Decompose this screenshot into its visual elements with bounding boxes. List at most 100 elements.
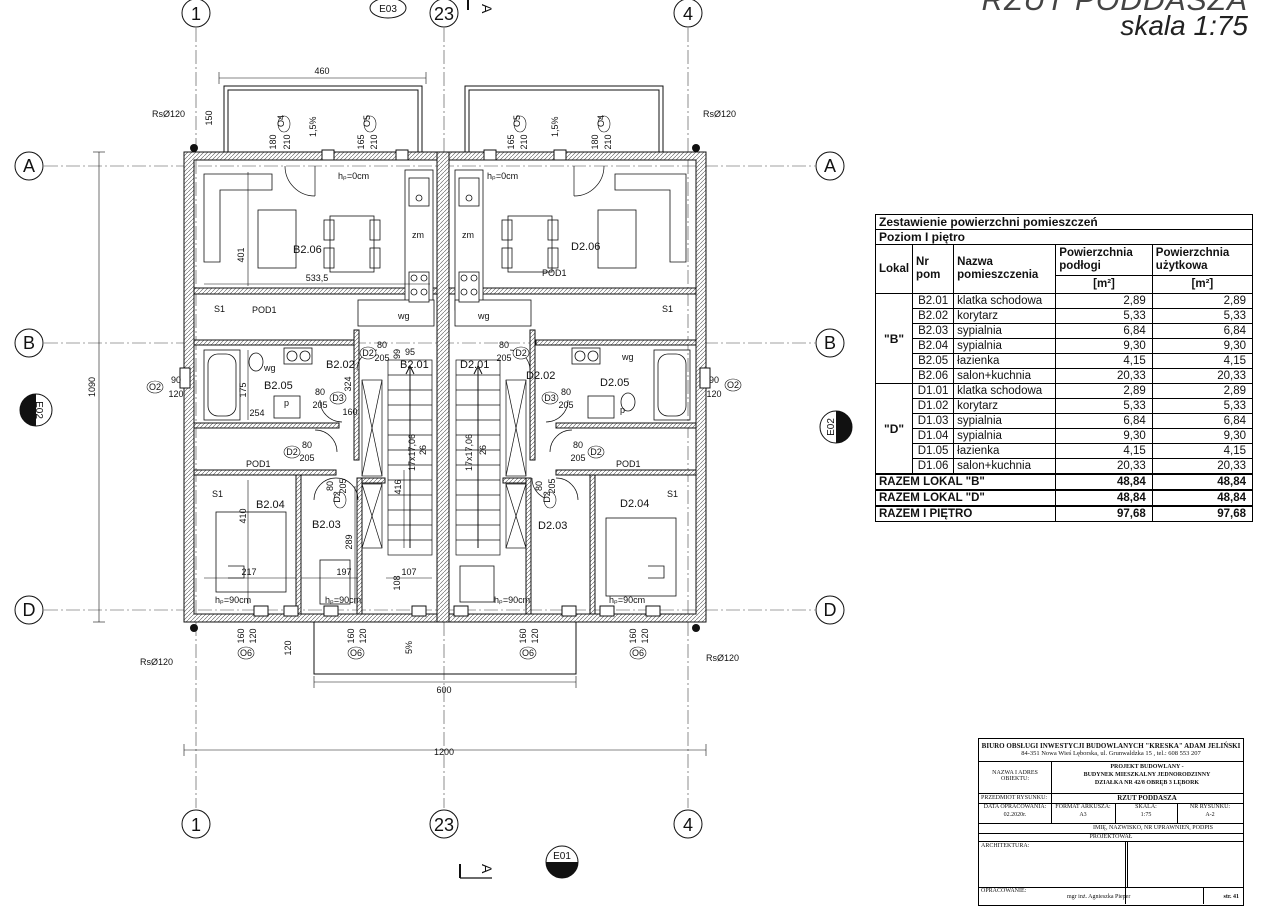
dim-180-2: 180 xyxy=(590,134,600,149)
tag-d2-5: D2 xyxy=(587,445,605,459)
dim-99: 99 xyxy=(392,349,402,359)
dim-80-6: 80 xyxy=(561,387,571,397)
axis-label-23-bottom: 23 xyxy=(434,815,454,835)
section-mark-bottom: A xyxy=(459,864,495,879)
label-pod1-2: POD1 xyxy=(542,268,567,278)
tag-o4-left: O4 xyxy=(276,115,291,133)
floor-area: 9,30 xyxy=(1055,338,1153,354)
room-label-d206: D2.06 xyxy=(571,241,600,253)
axis-label-23-top: 23 xyxy=(434,4,454,24)
room-number: B2.04 xyxy=(912,338,955,354)
room-name: klatka schodowa xyxy=(953,293,1057,309)
floor-area: 4,15 xyxy=(1055,443,1153,459)
dim-289: 289 xyxy=(344,534,354,549)
label-p-2: p xyxy=(620,405,625,415)
room-label-d203: D2.03 xyxy=(538,520,567,532)
label-pod1-1: POD1 xyxy=(252,305,277,315)
tag-o6-3: O6 xyxy=(519,646,537,660)
dim-197: 197 xyxy=(336,567,351,577)
label-hp-4: hₚ=90cm xyxy=(325,595,361,605)
tag-d3-2: D3 xyxy=(541,391,559,405)
dim-600: 600 xyxy=(436,685,451,695)
dim-410: 410 xyxy=(238,508,248,523)
floor-area: 20,33 xyxy=(1055,458,1153,475)
label-rs-4: RsØ120 xyxy=(706,653,739,663)
dim-165-1: 165 xyxy=(356,134,366,149)
b-lokal-cell: "B" xyxy=(874,293,914,384)
sum-floor-area: 48,84 xyxy=(1055,473,1153,491)
architecture-label: ARCHITEKTURA: xyxy=(979,841,1128,887)
svg-text:D2: D2 xyxy=(542,491,552,503)
svg-text:O5: O5 xyxy=(362,115,372,127)
tag-d3-1: D3 xyxy=(329,391,347,405)
dim-401: 401 xyxy=(236,247,246,262)
project-line-3: DZIAŁKA NR 42/8 OBRĘB 3 LĘBORK xyxy=(1094,780,1200,786)
room-name: sypialnia xyxy=(953,413,1057,429)
dim-205-8: 205 xyxy=(547,478,557,493)
svg-text:O5: O5 xyxy=(512,115,522,127)
tag-o6-4: O6 xyxy=(629,646,647,660)
label-rs-1: RsØ120 xyxy=(152,109,185,119)
room-number: B2.06 xyxy=(912,368,955,384)
subject-label: PRZEDMIOT RYSUNKU: xyxy=(979,793,1052,803)
label-hp-2: hₚ=0cm xyxy=(487,171,518,181)
col-usable-area: Powierzchnia użytkowa xyxy=(1151,244,1254,276)
drawing-title: RZUT PODDASZA xyxy=(981,0,1248,17)
label-wg-1: wg xyxy=(397,311,410,321)
sum-floor-area: 97,68 xyxy=(1055,505,1153,522)
dim-80-8: 80 xyxy=(534,481,544,491)
dim-95: 95 xyxy=(405,347,415,357)
label-zm-1: zm xyxy=(412,230,424,240)
dim-324: 324 xyxy=(343,376,353,391)
svg-text:O6: O6 xyxy=(240,648,252,658)
label-hp-1: hₚ=0cm xyxy=(338,171,369,181)
svg-text:O2: O2 xyxy=(727,380,739,390)
floor-area: 5,33 xyxy=(1055,308,1153,324)
format-value: A3 xyxy=(1079,812,1087,818)
tag-d2-6: D2 xyxy=(542,491,557,509)
room-name: klatka schodowa xyxy=(953,383,1057,399)
room-number: D1.02 xyxy=(912,398,955,414)
floor-plan: 1 23 4 1 23 4 A B D A B D E03 E01 E02 E0… xyxy=(14,0,853,879)
usable-area: 20,33 xyxy=(1151,368,1254,384)
room-number: B2.02 xyxy=(912,308,955,324)
room-number: B2.05 xyxy=(912,353,955,369)
room-number: B2.03 xyxy=(912,323,955,339)
room-number: D1.03 xyxy=(912,413,955,429)
sum-usable-area: 48,84 xyxy=(1151,489,1254,507)
tag-o5-left: O5 xyxy=(362,115,377,133)
subject-value: RZUT PODDASZA xyxy=(1117,794,1177,802)
sum-label: RAZEM LOKAL "D" xyxy=(874,489,1057,507)
dim-80-7: 80 xyxy=(573,440,583,450)
persons-label: IMIĘ, NAZWISKO, NR UPRAWNIEŃ, PODPIS xyxy=(1092,825,1213,831)
dim-120-b4: 120 xyxy=(640,628,650,643)
usable-area: 9,30 xyxy=(1151,428,1254,444)
axis-label-4-bottom: 4 xyxy=(683,815,693,835)
date-value: 02.2020r. xyxy=(1003,812,1027,818)
elevation-marker-e02-left: E02 xyxy=(19,393,53,427)
axis-label-1-bottom: 1 xyxy=(191,815,201,835)
usable-area: 20,33 xyxy=(1151,458,1254,475)
col-floor-area: Powierzchnia podłogi xyxy=(1055,244,1153,276)
format-label: FORMAT ARKUSZA: xyxy=(1055,804,1111,810)
axis-label-1-top: 1 xyxy=(191,4,201,24)
sum-usable-area: 48,84 xyxy=(1151,473,1254,491)
axis-label-b-right: B xyxy=(824,333,836,353)
sum-floor-area: 48,84 xyxy=(1055,489,1153,507)
usable-area: 2,89 xyxy=(1151,293,1254,309)
tag-d2-3: D2 xyxy=(332,491,347,509)
office-name: BIURO OBSŁUGI INWESTYCJI BUDOWLANYCH "KR… xyxy=(981,742,1241,750)
svg-text:A: A xyxy=(479,864,495,874)
col-lokal: Lokal xyxy=(874,244,914,294)
tag-o6-1: O6 xyxy=(237,646,255,660)
elevation-marker-e01: E01 xyxy=(545,845,579,879)
dim-205-6: 205 xyxy=(558,400,573,410)
section-mark-top: A xyxy=(467,0,495,14)
tag-o4-right: O4 xyxy=(596,115,611,133)
designed-label: PROJEKTOWAŁ xyxy=(1089,834,1133,840)
